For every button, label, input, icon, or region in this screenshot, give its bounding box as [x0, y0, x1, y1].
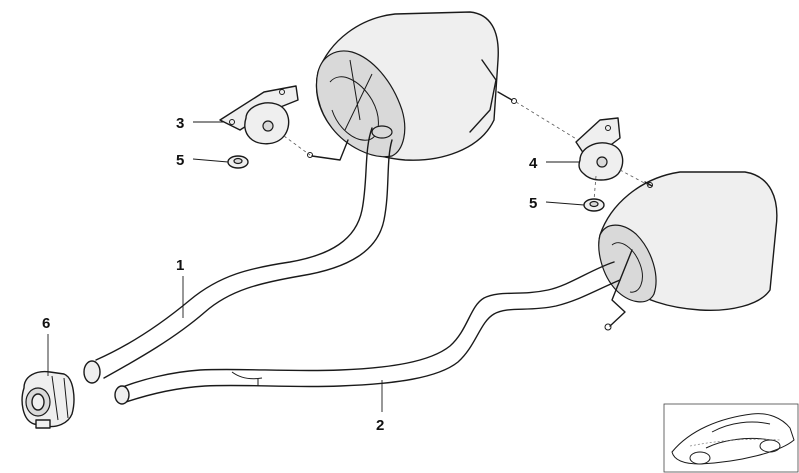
callout-5-lower: 5	[529, 195, 537, 212]
callout-6: 6	[42, 315, 50, 332]
bracket-4[interactable]	[575, 117, 624, 181]
front-pipe-1[interactable]	[83, 125, 393, 384]
car-locator-thumbnail	[663, 403, 799, 473]
front-rear-muffler[interactable]	[315, 11, 517, 161]
callout-5-upper: 5	[176, 152, 184, 169]
dashed-line-5b	[593, 175, 597, 201]
grommet-5-lower[interactable]	[583, 198, 605, 212]
leader-5b	[545, 201, 585, 206]
hanger-rod-front	[311, 139, 349, 161]
rear-muffler[interactable]	[598, 171, 778, 331]
callout-1: 1	[176, 257, 184, 274]
rear-pipe-2[interactable]	[114, 261, 621, 405]
leader-5a	[192, 158, 229, 163]
callout-2: 2	[376, 417, 384, 434]
grommet-5-upper[interactable]	[227, 155, 249, 169]
rod-end	[307, 152, 313, 158]
callout-3: 3	[176, 115, 184, 132]
dashed-line-4	[515, 101, 651, 187]
callout-4: 4	[529, 155, 538, 172]
clamp-6[interactable]	[21, 370, 75, 429]
bracket-3[interactable]	[219, 85, 299, 145]
dashed-line-3	[283, 135, 311, 156]
